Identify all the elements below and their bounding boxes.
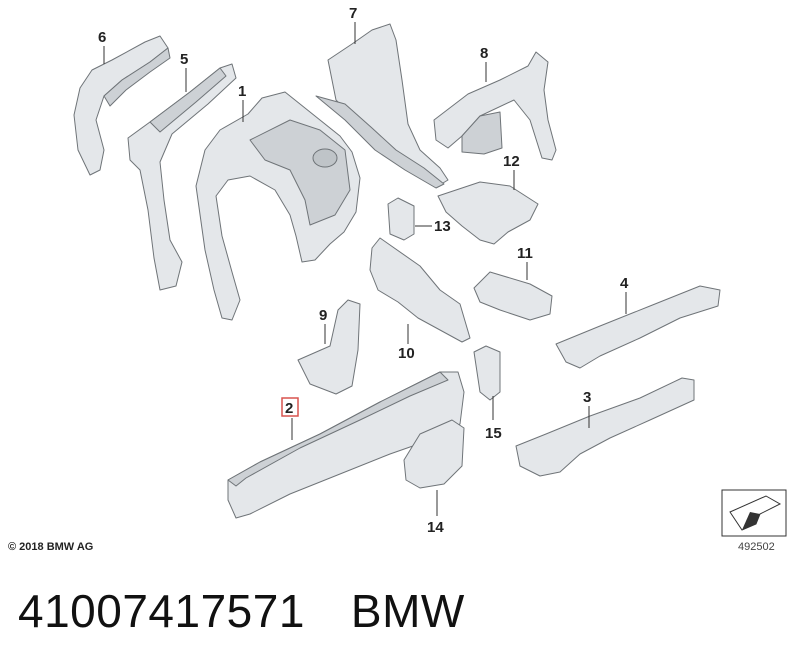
parts-diagram: 1 2 3 4 5 6 7 8 9 10 11 12 13 14 15 (73, 5, 787, 537)
part-15-drawing (473, 345, 501, 401)
part-number: 41007417571 (18, 585, 305, 637)
part-14-drawing (403, 419, 465, 489)
diagram-reference-number: 492502 (738, 541, 775, 553)
part-6-drawing (73, 35, 171, 176)
callout-14[interactable]: 14 (427, 519, 444, 536)
callout-1[interactable]: 1 (238, 83, 246, 100)
callout-2-highlight-box (281, 397, 299, 417)
part-12-drawing (437, 181, 539, 245)
callout-5[interactable]: 5 (180, 51, 188, 68)
callout-15[interactable]: 15 (485, 425, 502, 442)
callout-6[interactable]: 6 (98, 29, 106, 46)
callout-13[interactable]: 13 (434, 218, 451, 235)
part-2-drawing (227, 371, 465, 519)
callout-9[interactable]: 9 (319, 307, 327, 324)
callout-12[interactable]: 12 (503, 153, 520, 170)
footer-caption: 41007417571 BMW (18, 584, 465, 638)
part-8-drawing (433, 51, 557, 161)
arrow-orientation-icon (721, 489, 787, 537)
leader-lines (103, 22, 627, 516)
part-9-drawing (297, 299, 361, 395)
callout-7[interactable]: 7 (349, 5, 357, 22)
callout-3[interactable]: 3 (583, 389, 591, 406)
part-5-drawing (127, 63, 237, 291)
callout-4[interactable]: 4 (620, 275, 629, 292)
callout-8[interactable]: 8 (480, 45, 488, 62)
part-11-drawing (473, 271, 553, 321)
brand-name: BMW (350, 585, 465, 637)
callout-2[interactable]: 2 (285, 400, 293, 417)
part-3-drawing (515, 377, 695, 477)
part-7-drawing (315, 23, 449, 189)
callout-10[interactable]: 10 (398, 345, 415, 362)
part-13-drawing (387, 197, 415, 241)
part-1-drawing (195, 91, 361, 321)
copyright-notice: © 2018 BMW AG (8, 541, 94, 553)
part-10-drawing (369, 237, 471, 343)
callout-11[interactable]: 11 (517, 245, 533, 262)
part-4-drawing (555, 285, 721, 369)
